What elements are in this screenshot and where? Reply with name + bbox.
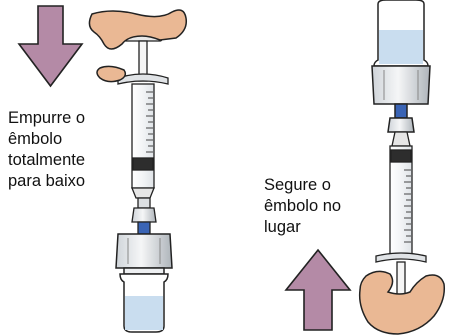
blue-connector [394, 103, 408, 119]
graduation-marks [404, 169, 411, 243]
syringe-tip [391, 131, 411, 147]
instruction-line: Segure o [264, 176, 331, 194]
blue-connector [137, 221, 151, 235]
vial-adapter [387, 117, 415, 133]
push-up-arrow-icon [284, 248, 352, 331]
vial-liquid [125, 296, 163, 330]
finger-flange [375, 252, 427, 263]
plunger-stopper [132, 157, 154, 171]
instruction-line: para baixo [8, 172, 86, 190]
hand-right [358, 270, 446, 335]
right-panel [284, 0, 446, 335]
vial-cap [371, 65, 431, 105]
syringe-left [117, 33, 169, 199]
instruction-hold-plunger: Segure o êmbolo no lugar [264, 175, 341, 238]
syringe-barrel [131, 83, 155, 189]
vial-neck [123, 267, 165, 275]
syringe-tip [131, 187, 155, 199]
hand-left [88, 9, 188, 50]
instruction-line: totalmente [8, 151, 86, 169]
vial-adapter-left [131, 197, 157, 235]
vial-cap [115, 233, 173, 269]
vial-left [115, 233, 173, 333]
vial-right [371, 0, 431, 133]
finger-flange [117, 73, 169, 85]
push-down-arrow-icon [17, 5, 84, 88]
instruction-line: êmbolo [8, 130, 63, 148]
instruction-push-plunger: Empurre o êmbolo totalmente para baixo [8, 108, 85, 192]
instruction-line: Empurre o [8, 109, 86, 127]
plunger-stopper [390, 149, 412, 163]
instruction-line: lugar [264, 218, 301, 236]
hand-left-finger [96, 65, 127, 83]
left-panel [17, 5, 188, 333]
graduation-marks [146, 91, 153, 153]
instruction-line: êmbolo no [264, 197, 342, 215]
vial-liquid [379, 30, 423, 64]
